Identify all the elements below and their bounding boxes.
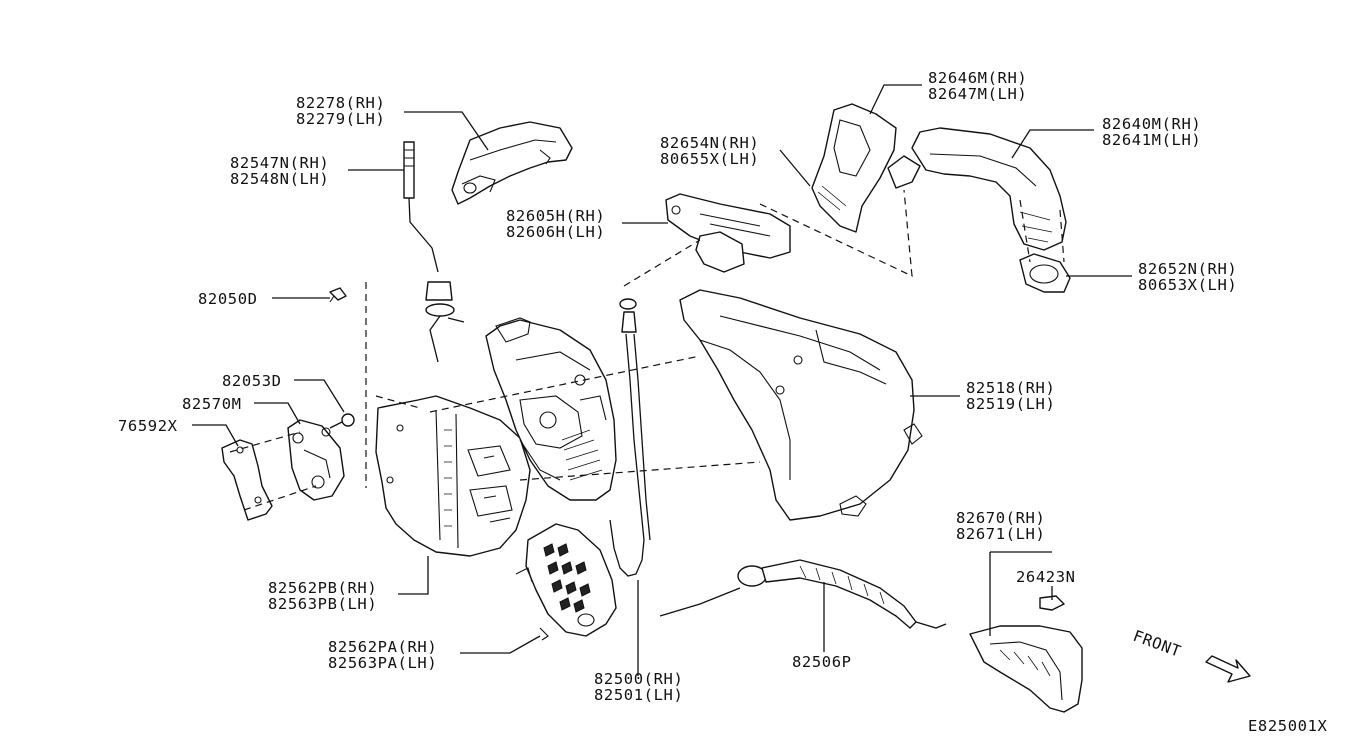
door-lock-actuator [375,395,531,557]
callout-80655x-lh: 80655X(LH) [660,150,759,168]
callout-82278-rh: 82278(RH) [296,94,385,112]
gasket-76592x [221,439,273,521]
callout-82605h-rh: 82605H(RH) [506,207,605,225]
front-arrow-icon [1205,655,1251,683]
leader-lines [192,84,1132,676]
callout-82646m-rh: 82646M(RH) [928,69,1027,87]
callout-82654n-rh: 82654N(RH) [660,134,759,152]
screw-82053d [329,413,355,429]
callout-82562pb-rh: 82562PB(RH) [268,579,377,597]
callout-82050d: 82050D [198,290,258,308]
callout-82279-lh: 82279(LH) [296,110,385,128]
callout-82647m-lh: 82647M(LH) [928,85,1027,103]
inner-handle-bracket [665,193,791,273]
callout-82570m: 82570M [182,395,242,413]
escutcheon-82652n [1019,253,1071,293]
callout-82053d: 82053D [222,372,282,390]
callout-82547n-rh: 82547N(RH) [230,154,329,172]
diagram-code: E825001X [1248,717,1328,735]
rod-part [403,141,465,363]
callout-82506p: 82506P [792,653,852,671]
callout-82606h-lh: 82606H(LH) [506,223,605,241]
door-trim-82518 [679,289,923,521]
callout-82671-lh: 82671(LH) [956,525,1045,543]
inside-handle-82670 [969,595,1083,713]
callout-82548n-lh: 82548N(LH) [230,170,329,188]
callout-82641m-lh: 82641M(LH) [1102,131,1201,149]
callout-labels: 82278(RH) 82279(LH) 82547N(RH) 82548N(LH… [118,69,1328,735]
callout-82640m-rh: 82640M(RH) [1102,115,1201,133]
assembly-lines [229,189,1065,511]
door-lock-mechanism [485,317,617,501]
cable-82500 [609,298,651,577]
callout-26423n: 26423N [1016,568,1076,586]
handle-base-part [451,121,573,205]
escutcheon-82646m [811,103,897,233]
callout-82518-rh: 82518(RH) [966,379,1055,397]
callout-82519-lh: 82519(LH) [966,395,1055,413]
front-label: FRONT [1131,627,1184,661]
callout-82652n-rh: 82652N(RH) [1138,260,1237,278]
callout-80653x-lh: 80653X(LH) [1138,276,1237,294]
callout-82563pb-lh: 82563PB(LH) [268,595,377,613]
callout-82501-lh: 82501(LH) [594,686,683,704]
callout-82562pa-rh: 82562PA(RH) [328,638,437,656]
cable-82506p [659,559,947,629]
callout-76592x: 76592X [118,417,178,435]
screw-82050d [329,287,347,303]
outside-handle-82640m [887,127,1067,251]
callout-82563pa-lh: 82563PA(LH) [328,654,437,672]
callout-82670-rh: 82670(RH) [956,509,1045,527]
connector-82562pa [515,523,617,641]
callout-82500-rh: 82500(RH) [594,670,683,688]
front-direction-indicator: FRONT [1131,627,1251,683]
bracket-82570m [287,419,345,501]
